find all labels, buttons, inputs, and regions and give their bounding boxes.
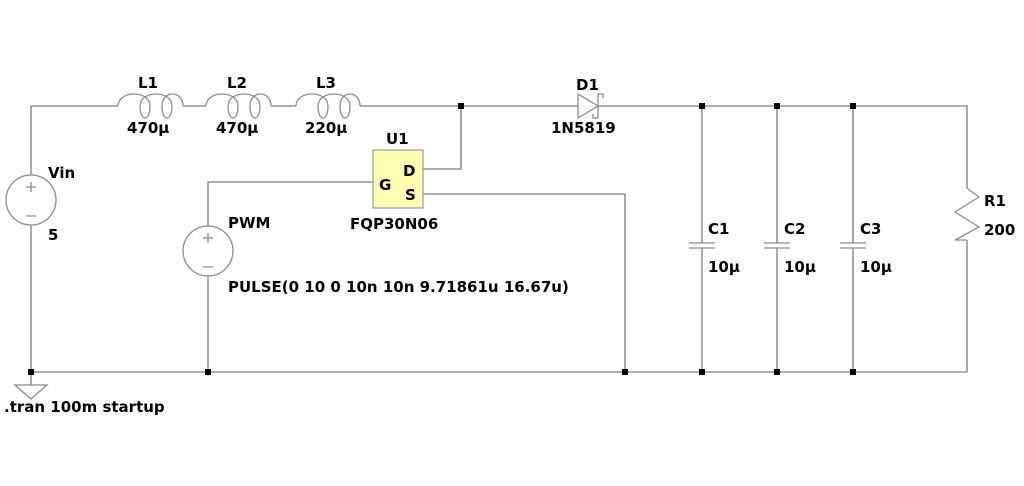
l2-value: 470µ <box>216 119 258 137</box>
u1-name: U1 <box>386 130 409 148</box>
mosfet-u1[interactable]: U1 G D S FQP30N06 <box>350 130 438 233</box>
voltage-source-vin[interactable]: Vin 5 <box>5 164 75 244</box>
pwm-name: PWM <box>228 214 270 232</box>
vin-value: 5 <box>48 226 58 244</box>
c2-name: C2 <box>784 220 805 238</box>
l3-name: L3 <box>316 74 336 92</box>
d1-value: 1N5819 <box>551 119 616 137</box>
vin-name: Vin <box>48 164 75 182</box>
simulation-directive[interactable]: .tran 100m startup <box>4 398 165 416</box>
l1-value: 470µ <box>127 119 169 137</box>
r1-name: R1 <box>984 192 1006 210</box>
c1-name: C1 <box>708 220 729 238</box>
l3-value: 220µ <box>305 119 347 137</box>
u1-pin-s: S <box>405 186 416 204</box>
c3-name: C3 <box>860 220 881 238</box>
capacitor-c2[interactable]: C2 10µ <box>764 220 816 276</box>
inductor-l1[interactable]: L1 470µ <box>117 74 184 137</box>
capacitor-c3[interactable]: C3 10µ <box>840 220 892 276</box>
c2-value: 10µ <box>784 258 816 276</box>
l2-name: L2 <box>227 74 247 92</box>
resistor-r1[interactable]: R1 200 <box>953 187 1015 241</box>
c3-value: 10µ <box>860 258 892 276</box>
pwm-value: PULSE(0 10 0 10n 10n 9.71861u 16.67u) <box>228 278 569 296</box>
diode-d1[interactable]: D1 1N5819 <box>551 76 616 137</box>
r1-value: 200 <box>984 221 1015 239</box>
wires <box>30 105 968 385</box>
capacitor-c1[interactable]: C1 10µ <box>689 220 740 276</box>
junction-nodes <box>28 103 856 375</box>
l1-name: L1 <box>138 74 158 92</box>
ground-icon <box>13 384 49 400</box>
voltage-source-pwm[interactable]: PWM PULSE(0 10 0 10n 10n 9.71861u 16.67u… <box>182 214 569 296</box>
u1-value: FQP30N06 <box>350 215 438 233</box>
c1-value: 10µ <box>708 258 740 276</box>
u1-pin-d: D <box>403 162 415 180</box>
u1-pin-g: G <box>379 176 391 194</box>
inductor-l2[interactable]: L2 470µ <box>205 74 272 137</box>
inductor-l3[interactable]: L3 220µ <box>295 74 361 137</box>
d1-name: D1 <box>576 76 599 94</box>
